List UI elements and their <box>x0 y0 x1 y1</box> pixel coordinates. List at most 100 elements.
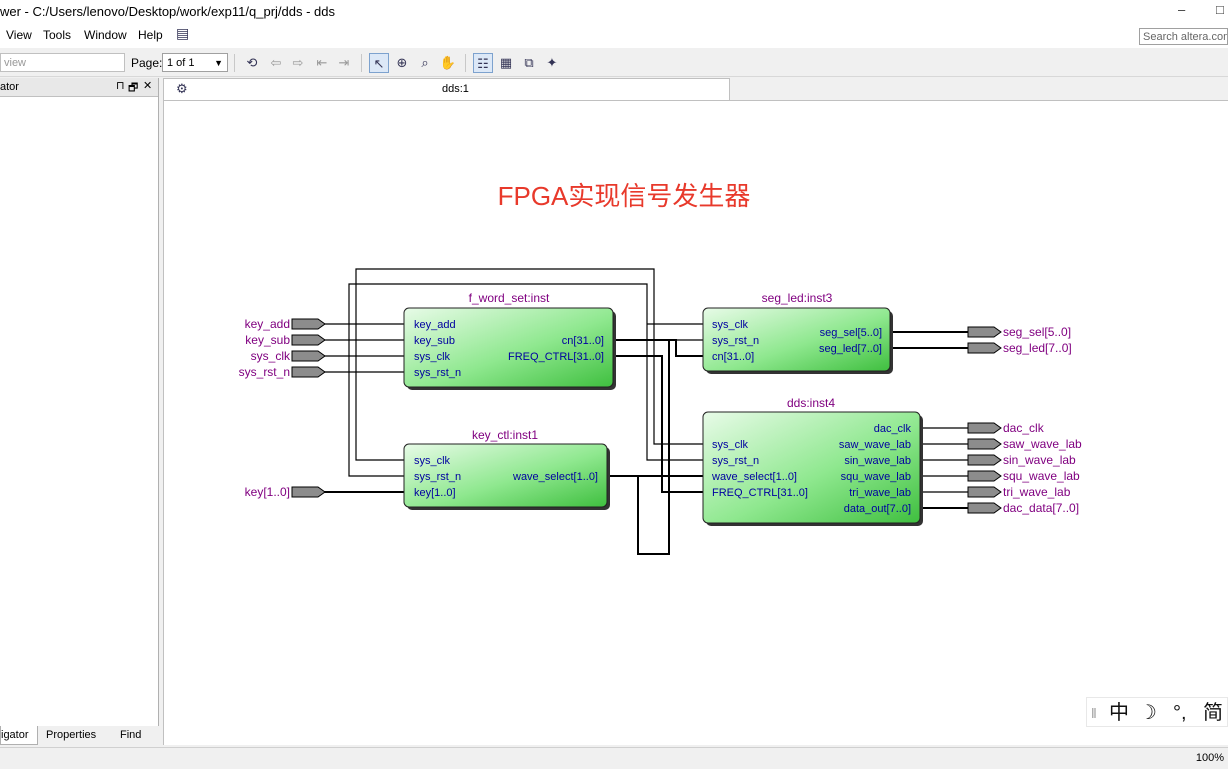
tab-find[interactable]: Find <box>120 729 142 741</box>
filter-input[interactable]: view <box>0 53 125 72</box>
port-label: squ_wave_lab <box>841 471 911 483</box>
maximize-button[interactable]: □ <box>1216 2 1224 17</box>
input-pin-key-add[interactable] <box>291 318 326 330</box>
zoom-level: 100% <box>1195 752 1224 764</box>
output-pin-saw-wave-lab[interactable] <box>967 438 1002 450</box>
port-label: FREQ_CTRL[31..0] <box>712 487 808 499</box>
menu-help[interactable]: Help <box>138 28 163 42</box>
buses <box>324 331 968 555</box>
netlist-icon[interactable]: ☷ <box>473 53 493 73</box>
block-seg-led[interactable]: seg_led:inst3 sys_clk sys_rst_n cn[31..0… <box>702 291 893 374</box>
port-label: sys_rst_n <box>414 367 461 379</box>
port-label: sys_rst_n <box>712 455 759 467</box>
document-tab-bar: ⚙ dds:1 <box>163 78 1228 100</box>
menu-tools[interactable]: Tools <box>43 28 72 42</box>
navigator-header: ator ⊓ 🗗 ✕ <box>0 78 158 97</box>
hand-tool-icon[interactable]: ✋ <box>439 55 457 70</box>
port-label: seg_led[7..0] <box>819 343 882 355</box>
input-pin-sys-clk[interactable] <box>291 350 326 362</box>
port-label: sys_rst_n <box>712 335 759 347</box>
schematic-canvas[interactable]: FPGA实现信号发生器 key_a <box>163 100 1228 745</box>
properties-icon[interactable]: ▦ <box>499 55 513 70</box>
pin-label: key_sub <box>245 333 290 347</box>
pin-label: squ_wave_lab <box>1003 469 1080 483</box>
port-label: wave_select[1..0] <box>512 471 598 483</box>
chip-icon[interactable]: ✦ <box>546 55 558 70</box>
output-wires <box>921 427 968 493</box>
forward-icon[interactable]: ⇨ <box>292 55 304 70</box>
tab-properties[interactable]: Properties <box>46 729 97 741</box>
feedback-icon[interactable]: ▤ <box>176 25 190 41</box>
ime-grip-icon: ‖ <box>1091 705 1097 721</box>
output-pin-dac-data[interactable] <box>967 502 1002 514</box>
page-value: 1 of 1 <box>167 57 195 69</box>
schematic-svg: FPGA实现信号发生器 key_a <box>239 181 1082 555</box>
block-dds[interactable]: dds:inst4 sys_clk sys_rst_n wave_select[… <box>702 396 923 526</box>
pin-label: tri_wave_lab <box>1003 485 1071 499</box>
input-pin-key[interactable] <box>291 486 326 498</box>
menu-window[interactable]: Window <box>84 28 127 42</box>
bottom-tabs: igator Properties Find <box>0 726 160 746</box>
back-icon[interactable]: ⇦ <box>270 55 282 70</box>
toolbar-separator <box>361 54 362 72</box>
status-bar: 100% <box>0 747 1228 769</box>
port-label: sys_clk <box>712 319 749 331</box>
ime-script-toggle[interactable]: 简 <box>1203 702 1223 724</box>
port-label: dac_clk <box>874 423 912 435</box>
refresh-icon[interactable]: ⟲ <box>246 55 258 70</box>
block-name: seg_led:inst3 <box>762 291 833 305</box>
port-label: sys_clk <box>712 439 749 451</box>
go-up-icon[interactable]: ⇤ <box>316 55 328 70</box>
block-key-ctl[interactable]: key_ctl:inst1 sys_clk sys_rst_n key[1..0… <box>403 428 610 510</box>
page-select[interactable]: 1 of 1 ▼ <box>162 53 228 72</box>
toolbar-separator <box>234 54 235 72</box>
input-pin-sys-rst-n[interactable] <box>291 366 326 378</box>
title-bar: wer - C:/Users/lenovo/Desktop/work/exp11… <box>0 0 1228 24</box>
port-label: key_sub <box>414 335 455 347</box>
ime-mode-toggle[interactable]: 中 <box>1109 702 1129 724</box>
menu-bar: View Tools Window Help ▤ <box>0 24 1228 48</box>
output-pin-seg-sel[interactable] <box>967 326 1002 338</box>
document-tab-label: dds:1 <box>442 83 469 95</box>
close-icon[interactable]: ✕ <box>143 80 153 92</box>
pin-label: sin_wave_lab <box>1003 453 1076 467</box>
navigator-title: ator <box>0 81 19 93</box>
port-label: cn[31..0] <box>712 351 754 363</box>
menu-view[interactable]: View <box>6 28 32 42</box>
output-pins: seg_sel[5..0] seg_led[7..0] dac_clk saw_… <box>967 325 1082 515</box>
ime-punctuation-toggle[interactable]: °, <box>1173 702 1187 724</box>
pin-label: sys_clk <box>251 349 291 363</box>
pin-icon[interactable]: ⊓ <box>116 80 125 92</box>
window-title: wer - C:/Users/lenovo/Desktop/work/exp11… <box>0 4 336 19</box>
pin-label: dac_data[7..0] <box>1003 501 1079 515</box>
port-label: sin_wave_lab <box>844 455 911 467</box>
minimize-button[interactable]: – <box>1178 2 1186 17</box>
float-icon[interactable]: 🗗 <box>128 82 139 94</box>
moon-icon[interactable]: ☽ <box>1139 702 1157 724</box>
pin-label: saw_wave_lab <box>1003 437 1082 451</box>
output-pin-sin-wave-lab[interactable] <box>967 454 1002 466</box>
zoom-in-icon[interactable]: ⊕ <box>396 55 408 70</box>
selection-tool-icon[interactable]: ↖ <box>369 53 389 73</box>
input-pin-key-sub[interactable] <box>291 334 326 346</box>
port-label: sys_rst_n <box>414 471 461 483</box>
tab-navigator[interactable]: igator <box>0 726 38 745</box>
output-pin-seg-led[interactable] <box>967 342 1002 354</box>
output-pin-dac-clk[interactable] <box>967 422 1002 434</box>
pin-label: seg_led[7..0] <box>1003 341 1072 355</box>
pin-label: dac_clk <box>1003 421 1045 435</box>
go-down-icon[interactable]: ⇥ <box>338 55 350 70</box>
search-input[interactable]: Search altera.com <box>1139 28 1228 45</box>
tab-dds[interactable]: ⚙ dds:1 <box>163 78 730 100</box>
block-name: key_ctl:inst1 <box>472 428 538 442</box>
pin-label: key_add <box>245 317 290 331</box>
output-pin-squ-wave-lab[interactable] <box>967 470 1002 482</box>
port-label: saw_wave_lab <box>839 439 911 451</box>
block-f-word-set[interactable]: f_word_set:inst key_add key_sub sys_clk … <box>403 291 616 390</box>
hierarchy-icon[interactable]: ⧉ <box>524 55 534 70</box>
pin-label: sys_rst_n <box>239 365 290 379</box>
port-label: seg_sel[5..0] <box>820 327 882 339</box>
port-label: key[1..0] <box>414 487 456 499</box>
output-pin-tri-wave-lab[interactable] <box>967 486 1002 498</box>
zoom-fit-icon[interactable]: ⌕ <box>421 55 429 70</box>
